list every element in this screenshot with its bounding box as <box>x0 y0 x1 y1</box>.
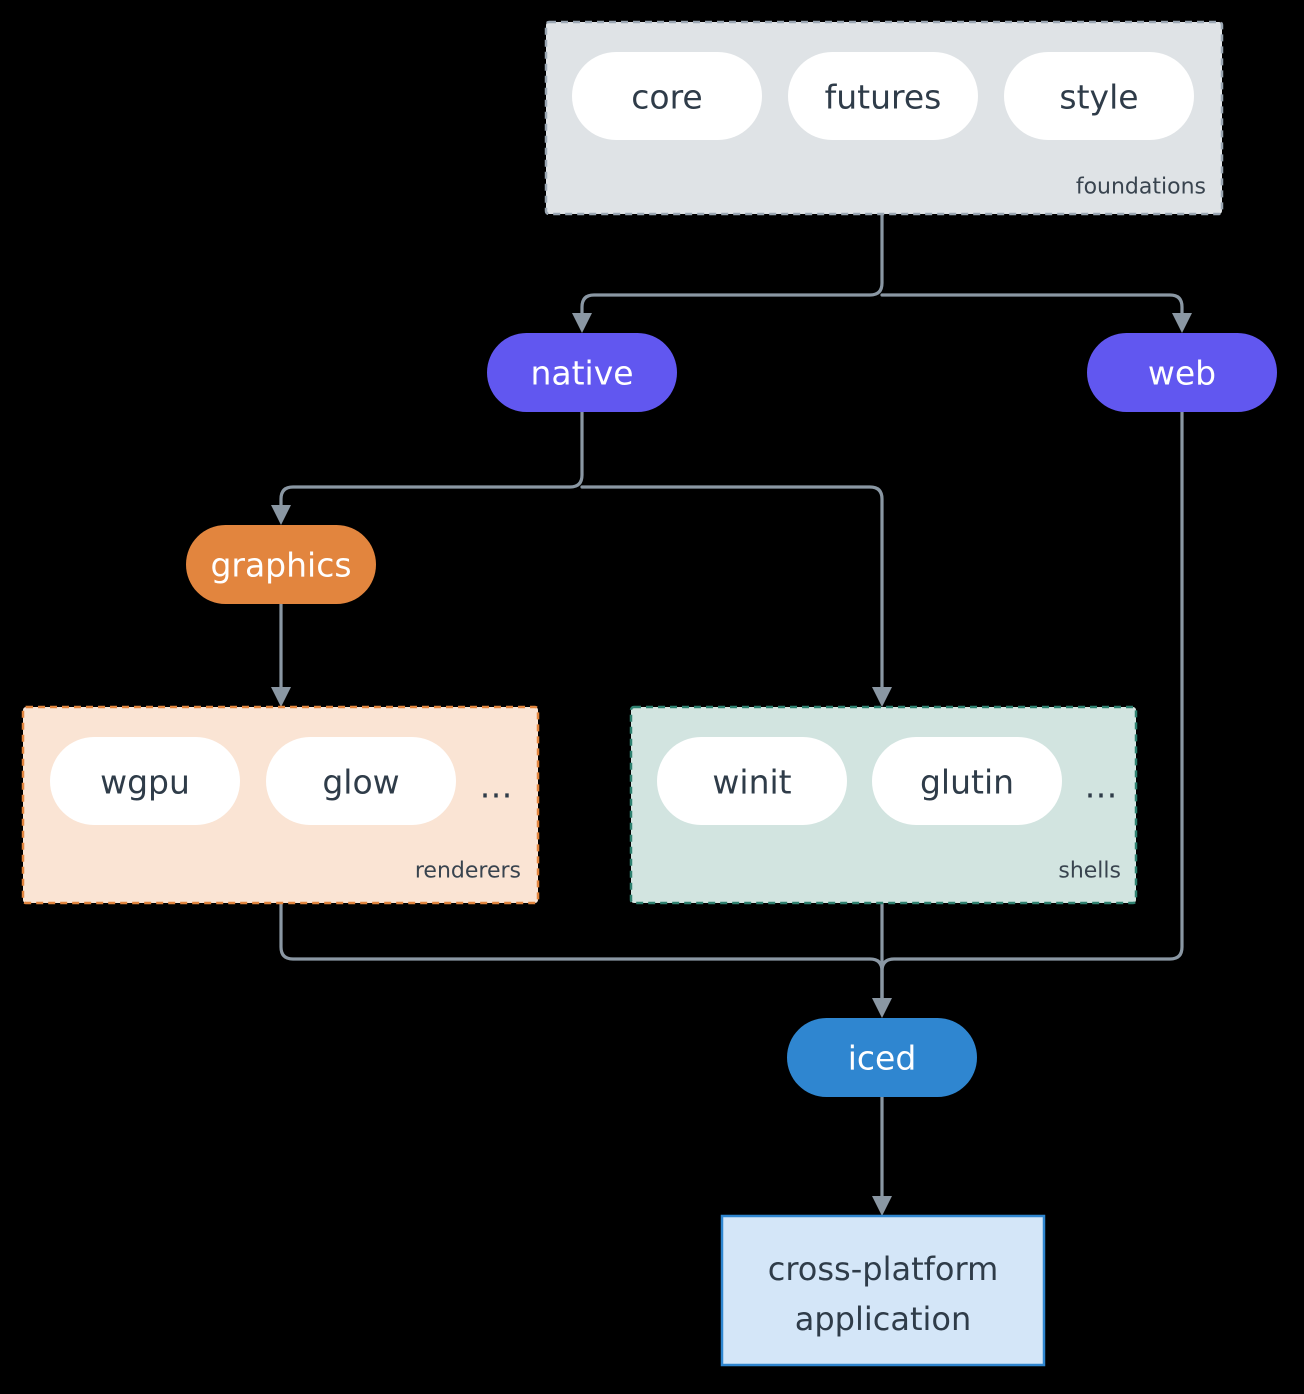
edge-foundations-split <box>580 212 884 319</box>
node-web-label: web <box>1148 354 1216 393</box>
cluster-foundations[interactable]: core futures style foundations <box>544 20 1224 216</box>
node-graphics-label: graphics <box>210 546 351 585</box>
cluster-shells[interactable]: winit glutin … shells <box>629 705 1138 905</box>
edge-arrowhead-iced <box>872 998 892 1018</box>
node-graphics-shape <box>186 525 376 604</box>
cluster-foundations-caption: foundations <box>1076 175 1206 200</box>
edge-arrowhead-web <box>1172 313 1192 333</box>
edge-web-to-iced <box>880 410 1184 1004</box>
cluster-shells-caption: shells <box>1058 859 1121 884</box>
node-application-shape <box>720 1214 1046 1367</box>
edge-arrowhead-application <box>872 1196 892 1216</box>
node-graphics[interactable]: graphics <box>186 525 376 604</box>
node-glow-shape <box>266 737 456 825</box>
node-core[interactable]: core <box>572 52 762 140</box>
node-core-shape <box>572 52 762 140</box>
node-native-label: native <box>530 354 633 393</box>
node-winit-shape <box>657 737 847 825</box>
edge-layer <box>271 212 1192 1216</box>
node-application[interactable]: cross-platform application <box>720 1214 1046 1367</box>
node-style-shape <box>1004 52 1194 140</box>
node-iced-label: iced <box>848 1039 917 1078</box>
node-application-label-line1: cross-platform <box>768 1250 998 1288</box>
node-wgpu[interactable]: wgpu <box>50 737 240 825</box>
node-futures-label: futures <box>825 78 942 117</box>
node-wgpu-shape <box>50 737 240 825</box>
node-web-shape <box>1087 333 1277 412</box>
cluster-renderers-caption: renderers <box>415 859 521 884</box>
node-glutin-label: glutin <box>920 763 1014 802</box>
node-futures-shape <box>788 52 978 140</box>
node-core-label: core <box>631 78 702 117</box>
node-wgpu-label: wgpu <box>100 763 190 802</box>
node-native-shape <box>487 333 677 412</box>
edge-native-to-shells <box>580 485 884 693</box>
edge-arrowhead-graphics <box>271 505 291 525</box>
node-web[interactable]: web <box>1087 333 1277 412</box>
node-iced-shape <box>787 1018 977 1097</box>
node-renderers-more-label: … <box>480 767 513 806</box>
edge-arrowhead-native <box>572 313 592 333</box>
node-glutin-shape <box>872 737 1062 825</box>
node-application-label-line2: application <box>795 1300 972 1338</box>
edge-foundations-to-web <box>880 293 1184 319</box>
node-shells-more-label: … <box>1085 767 1118 806</box>
edge-native-split <box>279 410 584 511</box>
node-glow[interactable]: glow <box>266 737 456 825</box>
node-style-label: style <box>1059 78 1138 117</box>
node-style[interactable]: style <box>1004 52 1194 140</box>
edge-arrowhead-shells <box>872 687 892 707</box>
node-winit[interactable]: winit <box>657 737 847 825</box>
node-native[interactable]: native <box>487 333 677 412</box>
edge-arrowhead-renderers <box>271 687 291 707</box>
cluster-renderers[interactable]: wgpu glow … renderers <box>21 705 540 905</box>
node-winit-label: winit <box>712 763 791 802</box>
node-glutin[interactable]: glutin <box>872 737 1062 825</box>
edge-renderers-to-iced <box>279 901 884 1004</box>
node-futures[interactable]: futures <box>788 52 978 140</box>
node-iced[interactable]: iced <box>787 1018 977 1097</box>
node-glow-label: glow <box>322 763 399 802</box>
